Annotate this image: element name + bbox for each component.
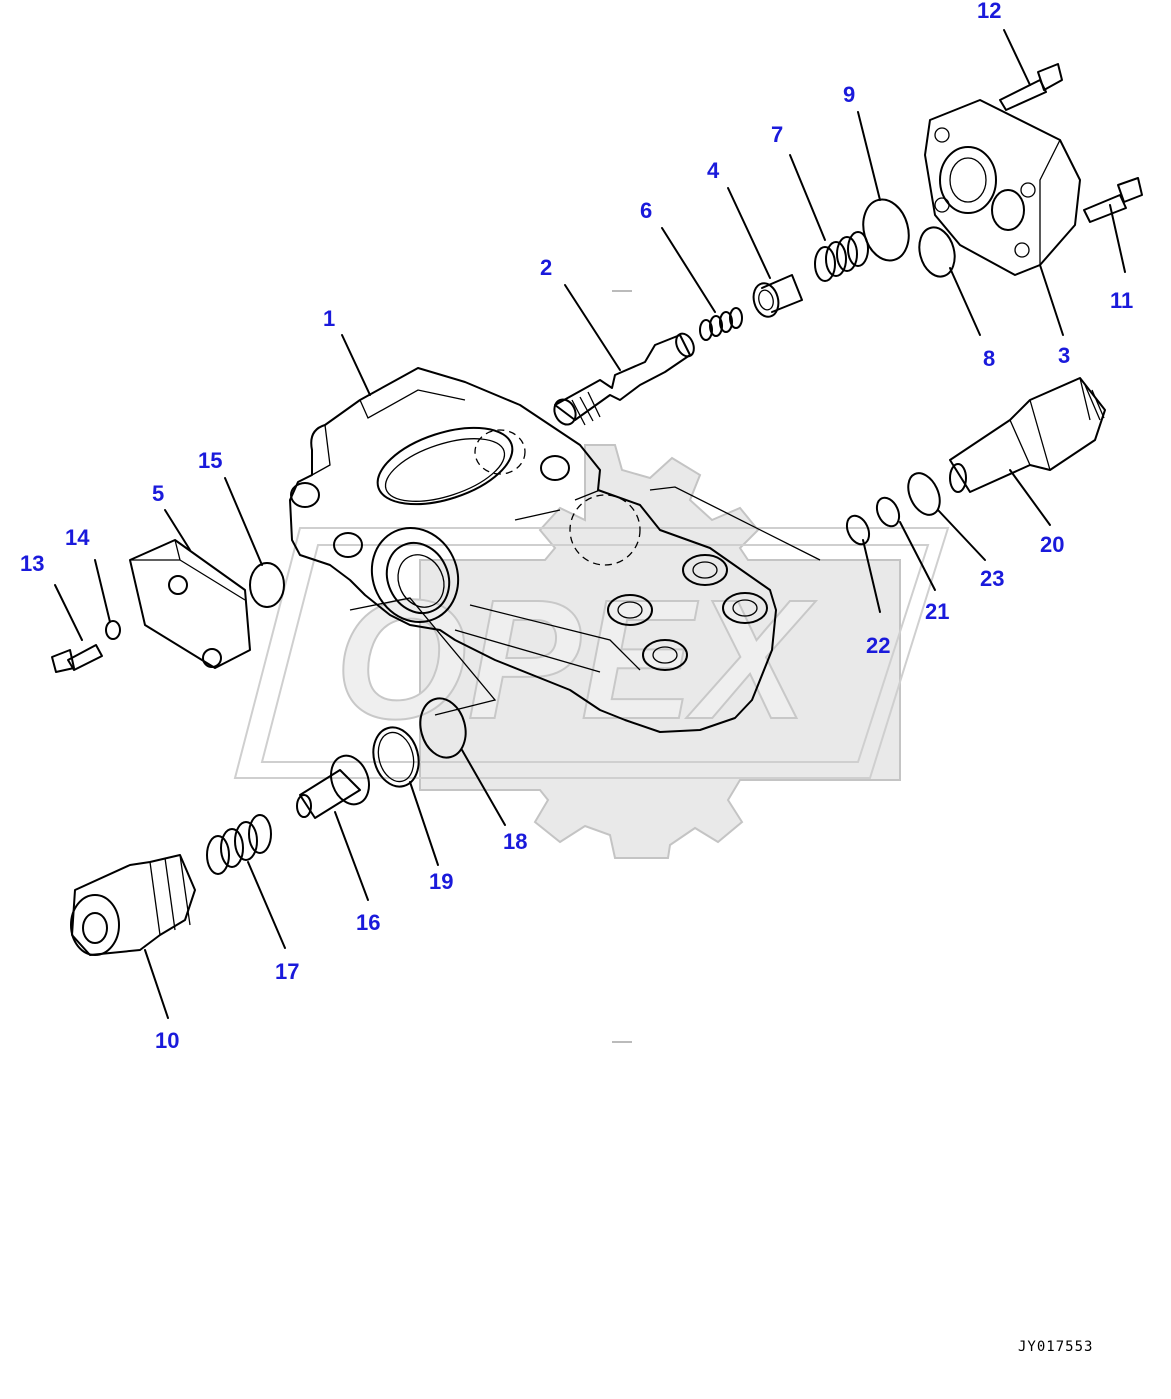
- part-label-18: 18: [503, 829, 528, 854]
- bolt-11: [1083, 177, 1143, 223]
- part-label-23: 23: [980, 566, 1005, 591]
- part-label-12: 12: [977, 0, 1002, 23]
- part-label-19: 19: [429, 869, 454, 894]
- o-ring-15: [249, 562, 285, 608]
- spring-part-17: [206, 814, 272, 875]
- o-ring-22: [845, 514, 871, 546]
- spool-part: [553, 332, 695, 426]
- washer-14: [105, 620, 121, 640]
- part-label-5: 5: [152, 481, 165, 506]
- relief-valve-part: [949, 377, 1106, 493]
- o-ring-9: [862, 198, 910, 262]
- leader-lines: [54, 29, 1126, 1019]
- small-spring-part: [699, 307, 743, 341]
- watermark-logo: OPEX: [233, 444, 950, 859]
- drawing-code: JY017553: [1018, 1339, 1094, 1355]
- part-label-3: 3: [1058, 343, 1071, 368]
- watermark-frame-outer: [233, 527, 950, 779]
- o-ring-8: [918, 226, 956, 278]
- piston-part-16: [296, 754, 370, 819]
- part-label-15: 15: [198, 448, 223, 473]
- part-label-6: 6: [640, 198, 653, 223]
- spring-part-7: [814, 231, 869, 282]
- valve-body: [289, 367, 821, 733]
- part-label-17: 17: [275, 959, 300, 984]
- plug-part-10: [70, 854, 196, 956]
- part-label-2: 2: [540, 255, 553, 280]
- part-label-14: 14: [65, 525, 90, 550]
- part-label-7: 7: [771, 122, 784, 147]
- bolt-13: [51, 644, 103, 673]
- watermark-text: OPEX: [335, 565, 816, 755]
- backup-ring-19: [372, 726, 420, 788]
- part-label-22: 22: [866, 633, 891, 658]
- o-ring-23: [907, 472, 941, 516]
- part-label-8: 8: [983, 346, 996, 371]
- part-label-13: 13: [20, 551, 45, 576]
- watermark-frame-inner: [260, 544, 930, 763]
- backup-ring-21: [875, 496, 901, 528]
- part-label-20: 20: [1040, 532, 1065, 557]
- bolt-12: [999, 63, 1063, 111]
- o-ring-18: [419, 697, 467, 759]
- cover-part: [924, 99, 1081, 276]
- retainer-part: [752, 274, 803, 318]
- part-label-1: 1: [323, 306, 336, 331]
- part-label-16: 16: [356, 910, 381, 935]
- part-label-11: 11: [1110, 288, 1134, 313]
- block-cover-part: [129, 539, 251, 669]
- part-label-21: 21: [925, 599, 950, 624]
- part-label-4: 4: [707, 158, 720, 183]
- part-label-9: 9: [843, 82, 856, 107]
- part-label-10: 10: [155, 1028, 180, 1053]
